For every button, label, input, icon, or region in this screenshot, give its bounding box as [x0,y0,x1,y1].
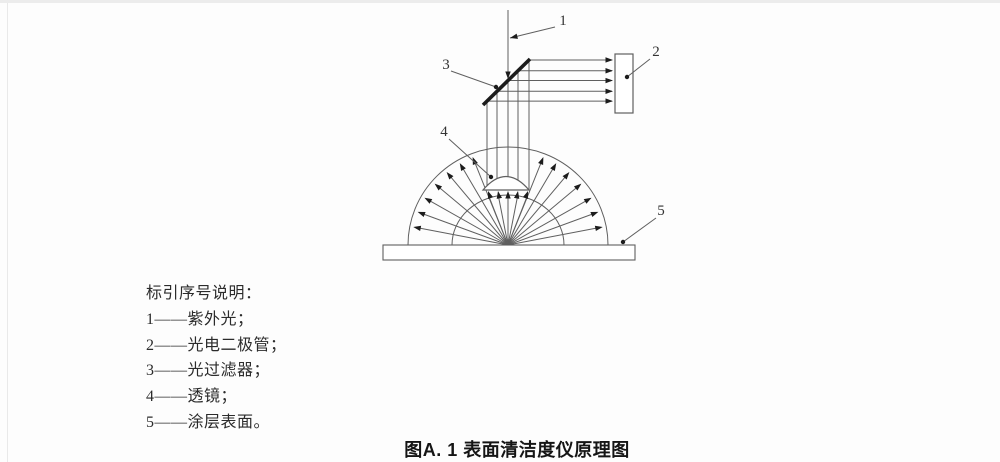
scatter-ray [439,187,509,246]
scatter-ray-arrow [538,157,544,165]
scatter-ray [507,176,566,246]
leader-dot [493,84,499,90]
scatter-ray-arrow [459,163,466,171]
scatter-ray-arrow [550,163,557,171]
leader-dot [488,174,494,180]
scatter-ray-arrow [424,197,433,204]
lens-collected-ray [487,193,509,246]
lens-collected-ray [507,193,529,246]
scatter-ray-arrow [417,211,426,218]
lens-collected-ray [497,193,509,246]
rightward-ray-arrow [605,98,613,104]
legend: 标引序号说明： 1——紫外光； 2——光电二极管； 3——光过滤器； 4——透镜… [146,281,287,436]
legend-item-1: 1——紫外光； [146,310,254,328]
label-leader-line [622,217,657,243]
scatter-ray [507,227,597,246]
leader-dot [620,239,626,245]
uv-light-arrow [505,71,511,79]
ref-label-1: 1 [559,13,567,29]
scatter-ray [507,187,577,246]
scatter-ray-arrow [413,225,422,232]
scatter-ray [507,213,593,246]
scatter-ray-arrow [562,172,570,180]
label-leader-line [450,70,497,88]
ref-label-4: 4 [440,124,448,140]
label-leader-line [448,138,492,178]
label-leader-line [509,26,556,39]
legend-item-4: 4——透镜； [146,388,238,406]
lens-ray-arrow [496,191,503,199]
scatter-ray [450,176,509,246]
ref-label-3: 3 [442,57,450,73]
scatter-ray [423,213,509,246]
legend-item-3: 3——光过滤器； [146,362,271,380]
legend-item-2: 2——光电二极管； [146,336,287,354]
lens-collected-ray [507,193,519,246]
scatter-ray [462,168,509,246]
scatter-ray-arrow [446,172,454,180]
scatter-ray-arrow [573,183,582,191]
legend-title: 标引序号说明： [146,285,262,302]
page-top-edge [0,0,1000,3]
lens-ray-arrow [522,191,528,199]
figure-caption: 图A. 1 表面清洁度仪原理图 [404,440,630,460]
rightward-ray-arrow [605,68,613,74]
scatter-ray-arrow [594,225,603,232]
scatter-ray [429,200,509,246]
scatter-ray-arrow [434,183,443,191]
lens [481,175,531,191]
scatter-ray-arrow [472,157,478,165]
light-filter [481,57,532,107]
legend-item-5: 5——涂层表面。 [146,413,271,431]
rightward-ray-arrow [605,57,613,63]
label-leader-line [626,58,651,78]
lens-ray-arrow [488,191,494,199]
page-left-edge [7,3,8,462]
scatter-ray [419,227,509,246]
coating-surface [382,244,636,261]
scatter-ray-arrow [583,197,592,204]
leader-dot [624,74,630,80]
scatter-ray [507,200,587,246]
rightward-ray-arrow [605,77,613,84]
leader-arrowhead [510,33,518,39]
scatter-ray-arrow [590,211,599,218]
lens-ray-arrow [513,191,520,199]
ref-label-5: 5 [657,203,665,219]
photodiode [614,53,634,114]
lens-ray-arrow [505,191,511,199]
rightward-ray-arrow [605,88,613,94]
ref-label-2: 2 [652,44,660,60]
scatter-ray [507,168,554,246]
